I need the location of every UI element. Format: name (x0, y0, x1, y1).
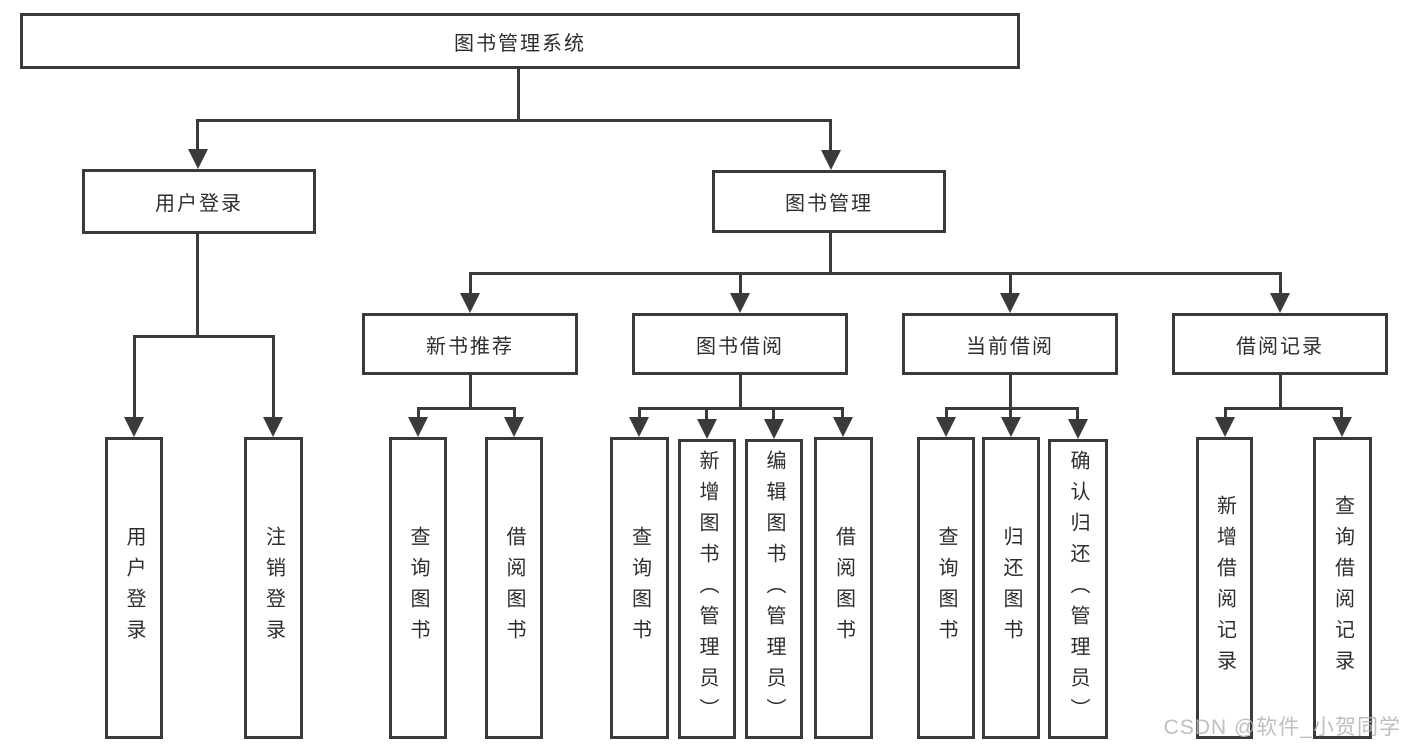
connector-stem-bb-edit (772, 407, 775, 422)
connector-user-login-stem (196, 233, 199, 337)
leaf-bb-borrow-books: 借阅图书 (814, 437, 873, 739)
leaf-nr-borrow-books-label: 借阅图书 (503, 526, 525, 650)
arrowhead-down-icon (629, 417, 649, 437)
arrowhead-down-icon (460, 293, 480, 313)
leaf-br-query-record-label: 查询借阅记录 (1331, 495, 1354, 681)
connector-stem-leaf-logout (272, 335, 275, 420)
arrowhead-down-icon (936, 417, 956, 437)
leaf-bb-query-books-label: 查询图书 (628, 526, 651, 650)
leaf-bb-edit-books-admin-label: 编辑图书（管理员） (763, 449, 785, 729)
connector-level2-bar (469, 272, 1281, 275)
leaf-logout: 注销登录 (244, 437, 303, 739)
leaf-bb-borrow-books-label: 借阅图书 (832, 526, 855, 650)
arrowhead-down-icon (1001, 417, 1021, 437)
leaf-cb-query-books-label: 查询图书 (935, 526, 957, 650)
connector-user-bar (133, 335, 274, 338)
arrowhead-down-icon (764, 419, 784, 439)
arrowhead-down-icon (1270, 293, 1290, 313)
watermark: CSDN @软件_小贺同学 (1163, 716, 1401, 739)
leaf-bb-query-books: 查询图书 (610, 437, 669, 739)
node-current-borrowing: 当前借阅 (902, 313, 1118, 375)
connector-borrow-records-bar (1224, 407, 1342, 410)
connector-stem-leaf-user-login (133, 335, 136, 420)
node-user-login: 用户登录 (82, 169, 316, 234)
arrowhead-down-icon (697, 419, 717, 439)
connector-book-borrowing-stem (739, 374, 742, 410)
arrowhead-down-icon (730, 293, 750, 313)
node-new-book-recommend: 新书推荐 (362, 313, 578, 375)
connector-stem-cb-query (945, 407, 948, 420)
connector-level1-bar (196, 119, 832, 122)
arrowhead-down-icon (1215, 417, 1235, 437)
leaf-cb-return-books-label: 归还图书 (1000, 526, 1022, 650)
connector-book-mgmt-stem (829, 232, 832, 275)
node-book-borrowing: 图书借阅 (632, 313, 848, 375)
arrowhead-down-icon (408, 417, 428, 437)
node-root: 图书管理系统 (20, 13, 1020, 69)
arrowhead-down-icon (188, 149, 208, 169)
connector-stem-bb-borrow (841, 407, 844, 420)
connector-root-stem (517, 69, 520, 122)
arrowhead-down-icon (263, 417, 283, 437)
connector-stem-nr-borrow (513, 407, 516, 420)
arrowhead-down-icon (833, 417, 853, 437)
leaf-nr-borrow-books: 借阅图书 (485, 437, 543, 739)
connector-current-borrowing-stem (1009, 374, 1012, 410)
arrowhead-down-icon (1000, 293, 1020, 313)
connector-stem-br-add (1224, 407, 1227, 420)
connector-borrow-records-stem (1279, 374, 1282, 410)
leaf-br-query-record: 查询借阅记录 (1313, 437, 1372, 739)
connector-stem-bb-query (638, 407, 641, 420)
connector-stem-new-recommend (469, 272, 472, 297)
leaf-nr-query-books-label: 查询图书 (407, 526, 429, 650)
node-borrow-records: 借阅记录 (1172, 313, 1388, 375)
leaf-cb-confirm-return-admin-label: 确认归还（管理员） (1067, 449, 1089, 729)
connector-stem-cb-confirm (1076, 407, 1079, 422)
arrowhead-down-icon (821, 150, 841, 170)
leaf-br-add-record: 新增借阅记录 (1196, 437, 1253, 739)
arrowhead-down-icon (504, 417, 524, 437)
leaf-bb-edit-books-admin: 编辑图书（管理员） (745, 439, 803, 739)
arrowhead-down-icon (1068, 419, 1088, 439)
arrowhead-down-icon (124, 417, 144, 437)
connector-stem-current-borrowing (1009, 272, 1012, 297)
leaf-bb-add-books-admin-label: 新增图书（管理员） (696, 449, 718, 729)
leaf-cb-query-books: 查询图书 (917, 437, 975, 739)
leaf-user-login-label: 用户登录 (123, 526, 145, 650)
leaf-user-login: 用户登录 (105, 437, 163, 739)
connector-current-borrowing-bar (945, 407, 1079, 410)
connector-book-borrowing-bar (638, 407, 844, 410)
connector-stem-cb-return (1009, 407, 1012, 420)
leaf-logout-label: 注销登录 (262, 526, 285, 650)
connector-stem-book-borrowing (739, 272, 742, 297)
node-book-management: 图书管理 (712, 170, 946, 233)
connector-stem-br-query (1340, 407, 1343, 420)
leaf-cb-return-books: 归还图书 (982, 437, 1040, 739)
leaf-nr-query-books: 查询图书 (389, 437, 447, 739)
leaf-cb-confirm-return-admin: 确认归还（管理员） (1048, 439, 1108, 739)
arrowhead-down-icon (1332, 417, 1352, 437)
connector-stem-borrow-records (1279, 272, 1282, 297)
connector-new-recommend-bar (417, 407, 516, 410)
leaf-br-add-record-label: 新增借阅记录 (1213, 495, 1236, 681)
connector-stem-bb-add (705, 407, 708, 422)
connector-stem-nr-query (417, 407, 420, 420)
connector-stem-user-login (196, 119, 199, 152)
connector-stem-book-mgmt (829, 119, 832, 152)
leaf-bb-add-books-admin: 新增图书（管理员） (678, 439, 736, 739)
connector-new-recommend-stem (469, 374, 472, 410)
